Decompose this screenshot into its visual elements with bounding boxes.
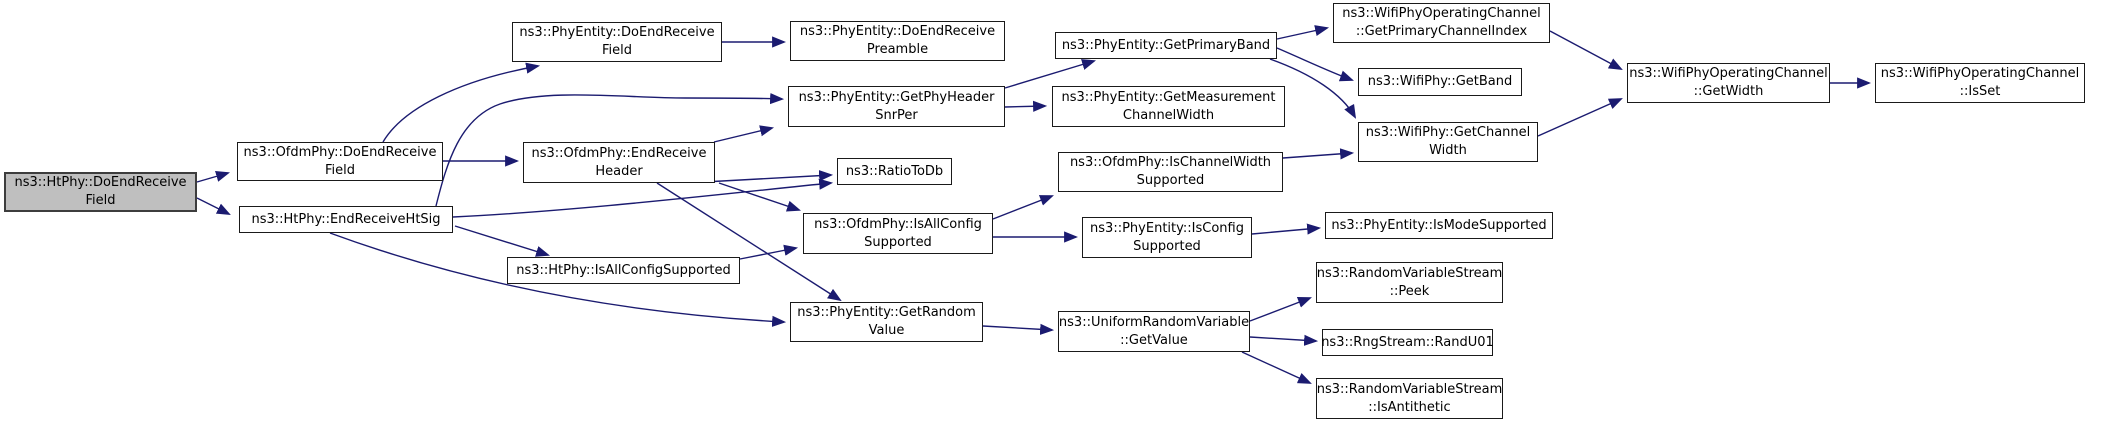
graph-node-uniformrandomvariable-getvalue[interactable]: ns3::UniformRandomVariable::GetValue <box>1058 311 1250 352</box>
graph-node-label-line: ns3::PhyEntity::GetMeasurement <box>1061 89 1276 105</box>
call-edge-uniformrandomvariable-getvalue--rngstream-randu01 <box>1249 334 1319 346</box>
graph-node-label-line: ns3::HtPhy::EndReceiveHtSig <box>251 211 441 227</box>
graph-node-label-line: Supported <box>1133 238 1201 254</box>
call-edge-ofdmphy-isallconfigsupported--ofdmphy-ischannelwidthsupported <box>992 195 1054 220</box>
graph-node-label-line: Field <box>85 193 116 208</box>
graph-node-label-line: Supported <box>864 234 932 250</box>
graph-node-label-line: ::GetPrimaryChannelIndex <box>1355 24 1528 39</box>
call-edge-uniformrandomvariable-getvalue--randomvariablestream-isantithetic <box>1241 351 1312 384</box>
call-edge-phyentity-getphyheadersnrper--phyentity-getmeasurementchannelwidth <box>1004 100 1048 112</box>
graph-node-label-line: ns3::WifiPhyOperatingChannel <box>1342 6 1541 21</box>
graph-node-phyentity-ismodesupported[interactable]: ns3::PhyEntity::IsModeSupported <box>1325 212 1553 239</box>
graph-node-label-line: Header <box>595 163 643 179</box>
call-edge-ofdmphy-doendreceivefield--phyentity-doendreceivefield <box>382 62 541 143</box>
graph-node-label-line: ChannelWidth <box>1122 107 1215 123</box>
graph-node-label-line: ns3::PhyEntity::GetPrimaryBand <box>1061 37 1271 53</box>
graph-node-wifiphyoperatingchannel-getwidth[interactable]: ns3::WifiPhyOperatingChannel::GetWidth <box>1627 63 1830 103</box>
call-edge-phyentity-getphyheadersnrper--phyentity-getprimaryband <box>1004 59 1097 89</box>
graph-node-label-line: ns3::PhyEntity::IsConfig <box>1090 220 1244 236</box>
graph-node-label-line: ::IsSet <box>1959 84 2001 99</box>
graph-node-label-line: ns3::UniformRandomVariable <box>1058 314 1250 330</box>
graph-node-wifiphy-getband[interactable]: ns3::WifiPhy::GetBand <box>1358 68 1522 96</box>
call-edge-ofdmphy-ischannelwidthsupported--wifiphy-getchannelwidth <box>1282 148 1355 160</box>
graph-node-label-line: Width <box>1429 143 1467 158</box>
graph-node-randomvariablestream-isantithetic[interactable]: ns3::RandomVariableStream::IsAntithetic <box>1316 378 1503 419</box>
graph-node-label-line: ns3::WifiPhyOperatingChannel <box>1629 66 1828 81</box>
graph-node-label-line: ns3::OfdmPhy::IsAllConfig <box>814 216 982 232</box>
call-edge-phyentity-getprimaryband--wifiphy-getband <box>1276 47 1354 82</box>
call-edge-uniformrandomvariable-getvalue--randomvariablestream-peek <box>1249 297 1312 322</box>
graph-node-wifiphyoperatingchannel-isset[interactable]: ns3::WifiPhyOperatingChannel::IsSet <box>1875 63 2085 103</box>
graph-node-label-line: Field <box>324 162 355 178</box>
call-edge-phyentity-getrandomvalue--uniformrandomvariable-getvalue <box>982 323 1055 335</box>
graph-node-label-line: SnrPer <box>875 107 918 123</box>
graph-node-label-line: Value <box>868 323 905 338</box>
call-edge-htphy-doendreceivefield--htphy-endreceivehtsig <box>196 197 231 215</box>
graph-node-htphy-isallconfigsupported[interactable]: ns3::HtPhy::IsAllConfigSupported <box>507 257 740 284</box>
call-edge-ofdmphy-endreceiveheader--phyentity-getrandomvalue <box>656 182 842 302</box>
call-edge-htphy-endreceivehtsig--phyentity-getrandomvalue <box>329 232 787 327</box>
graph-node-label-line: ns3::PhyEntity::DoEndReceive <box>519 25 715 40</box>
call-edge-ofdmphy-endreceiveheader--phyentity-getphyheadersnrper <box>713 125 775 143</box>
call-edge-ofdmphy-endreceiveheader--ofdmphy-isallconfigsupported <box>718 182 801 212</box>
call-edge-htphy-doendreceivefield--ofdmphy-doendreceivefield <box>196 170 231 183</box>
graph-node-label-line: ns3::HtPhy::DoEndReceive <box>14 175 187 190</box>
call-edge-htphy-endreceivehtsig--htphy-isallconfigsupported <box>454 225 551 257</box>
graph-node-label-line: Supported <box>1136 173 1205 188</box>
graph-node-label-line: ns3::RandomVariableStream <box>1316 381 1503 397</box>
graph-node-label-line: ns3::OfdmPhy::IsChannelWidth <box>1069 155 1272 170</box>
graph-node-label-line: ::Peek <box>1389 283 1430 299</box>
graph-node-label-line: Preamble <box>866 42 929 57</box>
graph-node-htphy-endreceivehtsig[interactable]: ns3::HtPhy::EndReceiveHtSig <box>239 206 453 233</box>
graph-node-label-line: ns3::PhyEntity::DoEndReceive <box>799 24 996 39</box>
graph-node-label-line: ns3::OfdmPhy::DoEndReceive <box>243 144 437 160</box>
call-edge-wifiphy-getchannelwidth--wifiphyoperatingchannel-getwidth <box>1537 98 1623 137</box>
graph-node-label-line: ::GetWidth <box>1693 84 1764 99</box>
graph-node-label-line: ::GetValue <box>1120 332 1188 348</box>
graph-node-label-line: Field <box>601 43 632 58</box>
graph-node-label-line: ns3::PhyEntity::GetRandom <box>797 305 976 320</box>
graph-node-label-line: ns3::WifiPhy::GetChannel <box>1365 125 1531 140</box>
graph-node-rngstream-randu01[interactable]: ns3::RngStream::RandU01 <box>1321 329 1494 356</box>
call-edge-phyentity-getprimaryband--wifiphy-getchannelwidth <box>1269 58 1357 119</box>
graph-node-label-line: ns3::PhyEntity::IsModeSupported <box>1331 217 1547 233</box>
graph-node-label-line: ::IsAntithetic <box>1368 399 1451 415</box>
graph-node-label-line: ns3::RngStream::RandU01 <box>1321 334 1494 350</box>
graph-node-label-line: ns3::RandomVariableStream <box>1316 265 1503 281</box>
call-edge-ofdmphy-endreceiveheader--ratiotodb <box>703 170 834 183</box>
call-edge-phyentity-getprimaryband--wifiphyoperatingchannel-getprimarychannelindex <box>1276 25 1330 40</box>
graph-node-wifiphyoperatingchannel-getprimarychannelindex[interactable]: ns3::WifiPhyOperatingChannel::GetPrimary… <box>1333 3 1550 43</box>
graph-node-phyentity-getprimaryband[interactable]: ns3::PhyEntity::GetPrimaryBand <box>1055 32 1277 59</box>
call-edge-htphy-isallconfigsupported--ofdmphy-isallconfigsupported <box>739 244 799 260</box>
graph-node-randomvariablestream-peek[interactable]: ns3::RandomVariableStream::Peek <box>1316 262 1503 303</box>
graph-node-label-line: ns3::WifiPhy::GetBand <box>1367 74 1513 89</box>
graph-node-label-line: ns3::WifiPhyOperatingChannel <box>1880 66 2080 81</box>
call-edge-htphy-endreceivehtsig--phyentity-getphyheadersnrper <box>435 92 785 207</box>
graph-node-label-line: ns3::RatioToDb <box>845 163 944 179</box>
call-edge-phyentity-isconfigsupported--phyentity-ismodesupported <box>1251 223 1322 235</box>
graph-node-label-line: ns3::PhyEntity::GetPhyHeader <box>798 89 995 105</box>
graph-node-label-line: ns3::OfdmPhy::EndReceive <box>531 145 707 161</box>
graph-node-label-line: ns3::HtPhy::IsAllConfigSupported <box>516 262 731 278</box>
call-edge-wifiphyoperatingchannel-getprimarychannelindex--wifiphyoperatingchannel-getwidth <box>1549 30 1623 70</box>
call-edge-htphy-endreceivehtsig--ratiotodb <box>452 178 834 218</box>
graph-node-ratiotodb[interactable]: ns3::RatioToDb <box>837 158 952 185</box>
